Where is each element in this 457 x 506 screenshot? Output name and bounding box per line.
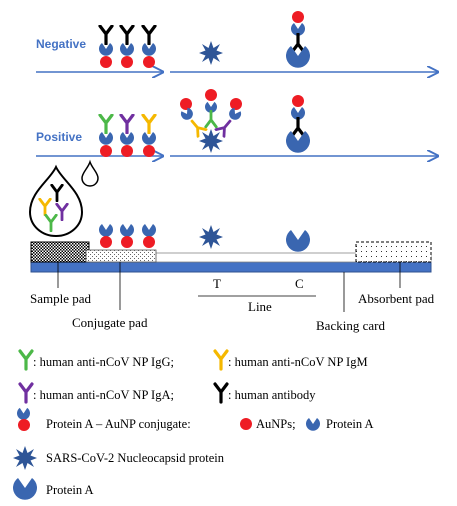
- legend-protein-a: Protein A: [46, 483, 94, 497]
- positive-control-complex: [286, 95, 310, 153]
- negative-control-complex: [286, 11, 310, 68]
- conjugate-icon: [17, 407, 30, 431]
- strip-labels: Sample pad Conjugate pad T C Line Backin…: [30, 262, 435, 333]
- protein-a-small-icon: [306, 418, 320, 431]
- sample-pad-block: [30, 241, 90, 263]
- test-line-label: T: [213, 276, 221, 291]
- absorbent-pad-block: [355, 241, 432, 263]
- negative-conjugates: [99, 43, 156, 68]
- aunp-icon: [240, 418, 252, 430]
- positive-test-complex: [179, 89, 243, 153]
- igg-icon: [18, 349, 34, 371]
- antibody-icon: [213, 382, 229, 404]
- negative-label: Negative: [36, 37, 86, 51]
- positive-conjugates: [99, 132, 156, 157]
- legend-iga: : human anti-nCoV NP IgA;: [33, 388, 174, 402]
- protein-a-big-icon: [13, 478, 37, 500]
- positive-label: Positive: [36, 130, 82, 144]
- np-protein-icon: [13, 446, 37, 470]
- absorbent-pad-label: Absorbent pad: [358, 291, 435, 306]
- positive-row: Positive: [36, 89, 438, 157]
- legend-aunps: AuNPs;: [256, 417, 296, 431]
- sample-drop-icon: [28, 159, 99, 238]
- np-protein-star-icon: [199, 41, 223, 65]
- legend-igg: : human anti-nCoV NP IgG;: [33, 355, 174, 369]
- conjugate-pad-label: Conjugate pad: [72, 315, 148, 330]
- negative-antibodies: [98, 25, 157, 45]
- line-label: Line: [248, 299, 272, 314]
- legend-antibody: : human antibody: [228, 388, 316, 402]
- positive-antibodies: [98, 114, 157, 134]
- strip-conjugates: [99, 224, 156, 248]
- legend: : human anti-nCoV NP IgG; : human anti-n…: [13, 349, 374, 500]
- sample-pad-label: Sample pad: [30, 291, 92, 306]
- control-line-protein-a-icon: [286, 230, 310, 252]
- legend-igm: : human anti-nCoV NP IgM: [228, 355, 368, 369]
- test-line-star-icon: [199, 225, 223, 249]
- backing-card-layer: [30, 261, 432, 273]
- igm-icon: [213, 349, 229, 371]
- backing-card-label: Backing card: [316, 318, 385, 333]
- conjugate-pad-block: [85, 249, 157, 263]
- legend-protein-a-small: Protein A: [326, 417, 374, 431]
- small-drop-icon: [81, 159, 99, 187]
- control-line-label: C: [295, 276, 304, 291]
- negative-row: Negative: [36, 11, 438, 72]
- iga-icon: [18, 382, 34, 404]
- legend-np-protein: SARS-CoV-2 Nucleocapsid protein: [46, 451, 225, 465]
- legend-conjugate: Protein A – AuNP conjugate:: [46, 417, 191, 431]
- test-strip: [30, 224, 432, 273]
